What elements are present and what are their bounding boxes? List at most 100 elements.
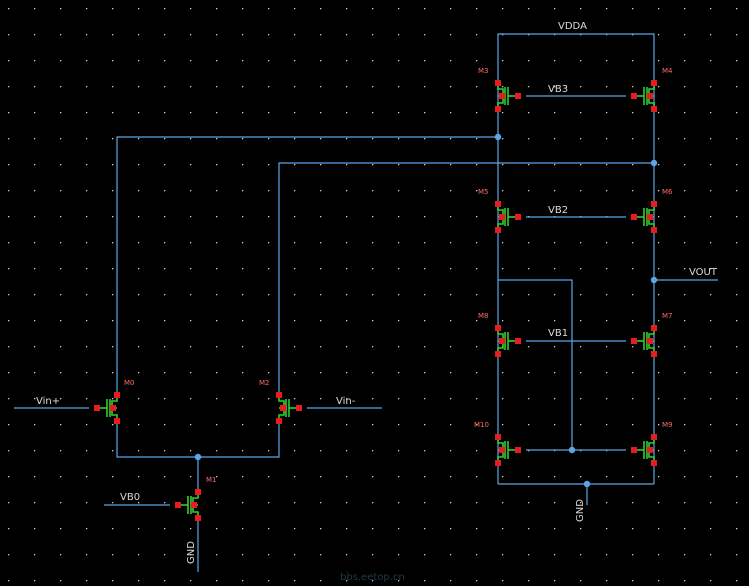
grid-dot: [268, 450, 270, 452]
grid-dot: [190, 138, 192, 140]
grid-dot: [372, 138, 374, 140]
grid-dot: [216, 554, 218, 556]
grid-dot: [268, 34, 270, 36]
grid-dot: [398, 190, 400, 192]
grid-dot: [476, 190, 478, 192]
grid-dot: [190, 242, 192, 244]
grid-dot: [658, 502, 660, 504]
grid-dot: [346, 268, 348, 270]
grid-dot: [320, 502, 322, 504]
m1-pin: [175, 502, 181, 508]
grid-dot: [554, 8, 556, 10]
grid-dot: [346, 8, 348, 10]
m1-transistor: [175, 489, 201, 521]
grid-dot: [112, 8, 114, 10]
grid-dot: [554, 268, 556, 270]
grid-dot: [502, 86, 504, 88]
grid-dot: [190, 476, 192, 478]
grid-dot: [294, 476, 296, 478]
grid-dot: [528, 86, 530, 88]
grid-dot: [86, 346, 88, 348]
m6-pin: [651, 201, 657, 207]
wire-vdda-rail: [497, 33, 655, 70]
grid-dot: [502, 554, 504, 556]
grid-dot: [34, 138, 36, 140]
grid-dot: [476, 554, 478, 556]
grid-dot: [242, 216, 244, 218]
grid-dot: [398, 242, 400, 244]
grid-dot: [294, 242, 296, 244]
grid-dot: [398, 580, 400, 582]
grid-dot: [372, 86, 374, 88]
grid-dot: [606, 138, 608, 140]
grid-dot: [294, 554, 296, 556]
grid-dot: [34, 216, 36, 218]
grid-dot: [320, 216, 322, 218]
m7-pin: [647, 338, 653, 344]
grid-dot: [710, 424, 712, 426]
grid-dot: [450, 502, 452, 504]
grid-dot: [34, 294, 36, 296]
grid-dot: [138, 34, 140, 36]
grid-dot: [60, 190, 62, 192]
grid-dot: [60, 268, 62, 270]
grid-dot: [294, 112, 296, 114]
m2-pin: [276, 418, 282, 424]
grid-dot: [424, 476, 426, 478]
grid-dot: [60, 502, 62, 504]
grid-dot: [112, 190, 114, 192]
grid-dot: [34, 502, 36, 504]
grid-dot: [476, 450, 478, 452]
grid-dot: [8, 580, 10, 582]
grid-dot: [138, 398, 140, 400]
grid-dot: [450, 580, 452, 582]
grid-dot: [8, 320, 10, 322]
grid-dot: [606, 294, 608, 296]
grid-dot: [684, 86, 686, 88]
grid-dot: [320, 398, 322, 400]
grid-dot: [450, 34, 452, 36]
grid-dot: [34, 268, 36, 270]
grid-dot: [320, 346, 322, 348]
grid-dot: [346, 294, 348, 296]
grid-dot: [268, 112, 270, 114]
grid-dot: [242, 320, 244, 322]
grid-dot: [268, 580, 270, 582]
grid-dot: [424, 346, 426, 348]
grid-dot: [372, 450, 374, 452]
grid-dot: [632, 476, 634, 478]
grid-dot: [346, 190, 348, 192]
grid-dot: [216, 86, 218, 88]
grid-dot: [346, 476, 348, 478]
grid-dot: [632, 268, 634, 270]
grid-dot: [346, 346, 348, 348]
grid-dot: [268, 424, 270, 426]
grid-dot: [242, 424, 244, 426]
grid-dot: [684, 372, 686, 374]
grid-dot: [632, 34, 634, 36]
grid-dot: [398, 424, 400, 426]
grid-dot: [242, 112, 244, 114]
grid-dot: [138, 580, 140, 582]
m6-pin: [647, 214, 653, 220]
grid-dot: [606, 476, 608, 478]
grid-dot: [476, 320, 478, 322]
grid-dot: [8, 216, 10, 218]
grid-dot: [580, 86, 582, 88]
grid-dot: [216, 268, 218, 270]
grid-dot: [164, 476, 166, 478]
grid-dot: [294, 164, 296, 166]
grid-dot: [372, 528, 374, 530]
grid-dot: [632, 346, 634, 348]
grid-dot: [294, 34, 296, 36]
grid-dot: [450, 112, 452, 114]
grid-dot: [632, 86, 634, 88]
m8-pin: [499, 338, 505, 344]
grid-dot: [554, 580, 556, 582]
grid-dot: [424, 528, 426, 530]
grid-dot: [632, 164, 634, 166]
grid-dot: [138, 216, 140, 218]
grid-dot: [86, 216, 88, 218]
grid-dot: [164, 86, 166, 88]
grid-dot: [736, 476, 738, 478]
